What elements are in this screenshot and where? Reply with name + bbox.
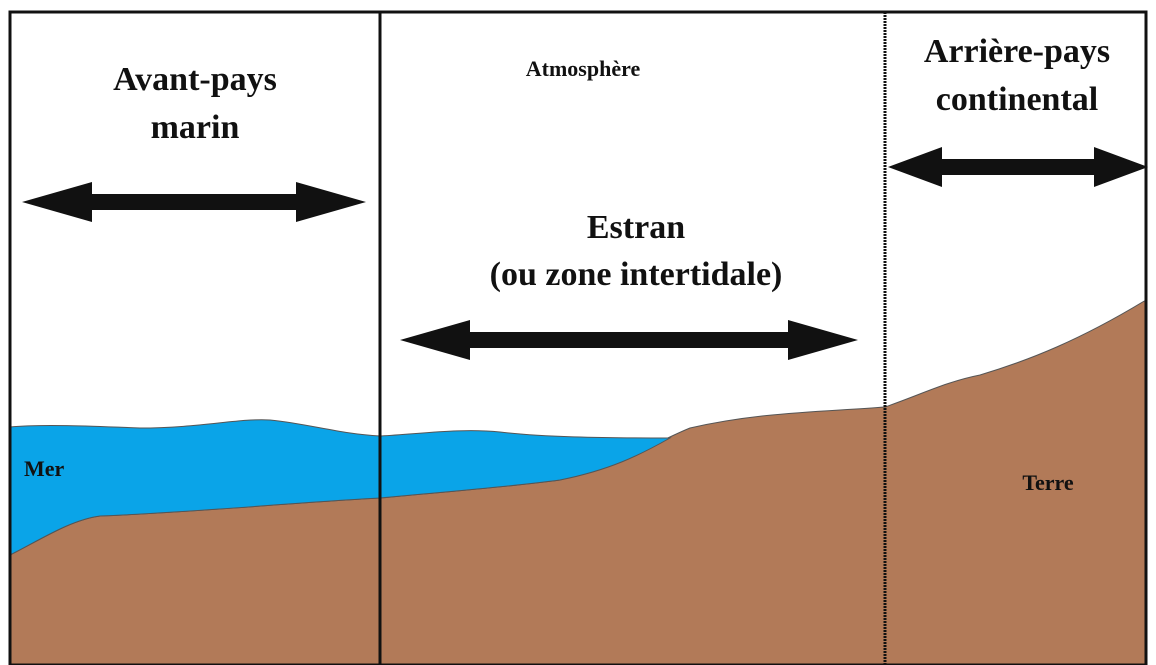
estran-label-line2: (ou zone intertidale) (490, 256, 783, 293)
arriere-pays-label-line2: continental (936, 81, 1098, 118)
sea-label: Mer (24, 456, 65, 481)
double-arrow-icon-right (888, 147, 1148, 187)
double-arrow-icon-middle (400, 320, 858, 360)
diagram-frame (8, 10, 1148, 665)
sea-area (9, 419, 672, 556)
double-arrow-icon-left (22, 182, 366, 222)
atmosphere-label: Atmosphère (526, 56, 641, 81)
avant-pays-label-line1: Avant-pays (113, 61, 277, 98)
avant-pays-label-line2: marin (151, 109, 240, 146)
arriere-pays-label-line1: Arrière-pays (924, 33, 1110, 70)
land-label: Terre (1022, 470, 1074, 495)
estran-label-line1: Estran (587, 209, 685, 246)
